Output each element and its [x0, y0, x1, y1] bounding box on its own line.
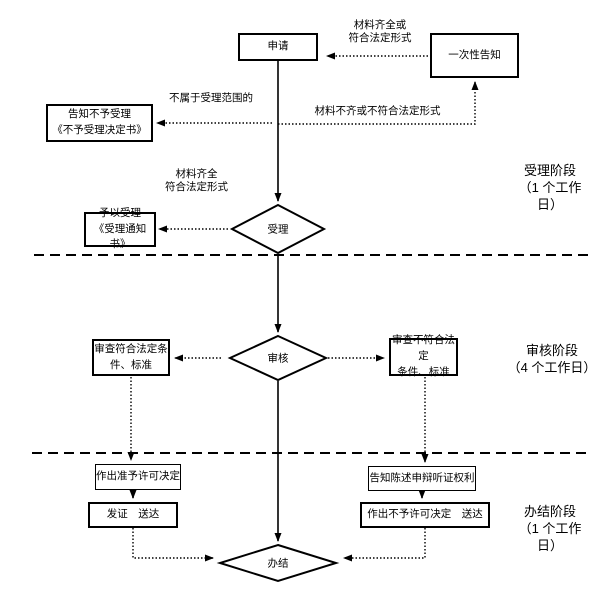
- flow-node-review-fail: 审查不符合法定 条件、标准: [389, 334, 458, 378]
- decision-complete-label: 办结: [267, 557, 289, 570]
- decision-review-label: 审核: [267, 352, 289, 365]
- stage-label-accept: 受理阶段 （1 个工作 日）: [518, 163, 582, 212]
- decision-complete-shape: [216, 543, 340, 583]
- edge-label-materials-ok-top: 材料齐全或 符合法定形式: [348, 19, 412, 45]
- edge-label-not-in-scope: 不属于受理范围的: [169, 92, 253, 104]
- edge-label-materials-ok-mid: 材料齐全 符合法定形式: [165, 168, 228, 194]
- flow-node-apply: 申请: [238, 33, 318, 61]
- decision-accept-shape: [229, 203, 327, 255]
- flow-node-grant-decision: 作出准予许可决定: [95, 464, 181, 490]
- flow-node-review-pass: 审查符合法定条 件、标准: [92, 339, 170, 376]
- edge-label-materials-incomplete: 材料不齐或不符合法定形式: [314, 105, 441, 117]
- flow-node-accept-notice: 予以受理 《受理通知书》: [84, 207, 156, 250]
- decision-review-shape: [227, 334, 329, 382]
- edge-incomplete-to-onetime: [278, 81, 479, 125]
- stage-label-review: 审核阶段 （4 个工作日）: [507, 343, 597, 375]
- flow-node-one-time-notice: 一次性告知: [430, 33, 519, 78]
- edge-issue-to-complete: [132, 528, 214, 562]
- flow-node-notice-rights: 告知陈述申辩听证权利: [368, 466, 476, 491]
- edge-deny-to-complete: [343, 528, 426, 562]
- flow-node-issue-deliver: 发证 送达: [88, 502, 178, 528]
- stage-label-complete: 办结阶段 （1 个工作 日）: [518, 504, 582, 553]
- decision-accept-label: 受理: [267, 223, 289, 236]
- flow-node-deny-decision: 作出不予许可决定 送达: [360, 502, 490, 528]
- flow-node-notice-rejection: 告知不予受理 《不予受理决定书》: [46, 104, 153, 142]
